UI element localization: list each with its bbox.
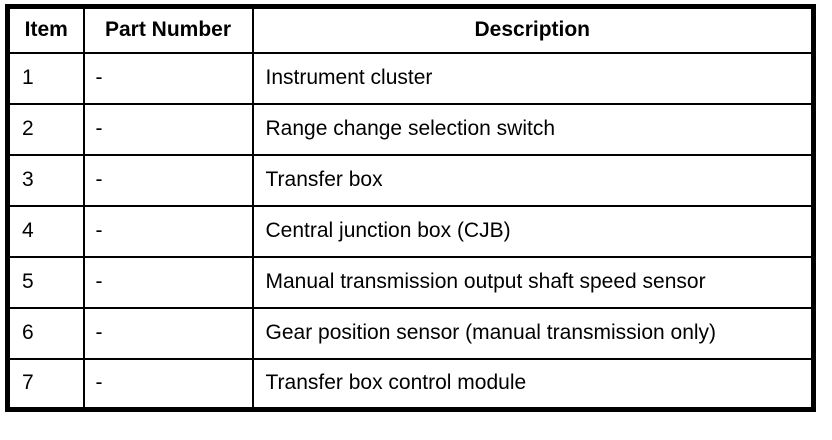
description-cell: Instrument cluster	[251, 51, 815, 105]
item-cell: 7	[6, 357, 85, 411]
item-cell: 2	[6, 102, 85, 156]
item-cell: 1	[6, 51, 85, 105]
table-row: 1 - Instrument cluster	[6, 51, 815, 105]
header-row: Item Part Number Description	[6, 5, 815, 54]
part-number-cell: -	[82, 102, 254, 156]
table-row: 6 - Gear position sensor (manual transmi…	[6, 306, 815, 360]
table-row: 7 - Transfer box control module	[6, 357, 815, 411]
item-cell: 6	[6, 306, 85, 360]
item-cell: 5	[6, 255, 85, 309]
table-row: 3 - Transfer box	[6, 153, 815, 207]
parts-table: Item Part Number Description 1 - Instrum…	[5, 4, 816, 412]
description-cell: Manual transmission output shaft speed s…	[251, 255, 815, 309]
header-item: Item	[6, 5, 85, 54]
description-cell: Gear position sensor (manual transmissio…	[251, 306, 815, 360]
part-number-cell: -	[82, 255, 254, 309]
item-cell: 4	[6, 204, 85, 258]
parts-table-container: Item Part Number Description 1 - Instrum…	[5, 4, 816, 412]
part-number-cell: -	[82, 51, 254, 105]
part-number-cell: -	[82, 204, 254, 258]
table-body: 1 - Instrument cluster 2 - Range change …	[6, 51, 815, 411]
part-number-cell: -	[82, 153, 254, 207]
part-number-cell: -	[82, 357, 254, 411]
header-part-number: Part Number	[82, 5, 254, 54]
table-row: 2 - Range change selection switch	[6, 102, 815, 156]
description-cell: Range change selection switch	[251, 102, 815, 156]
table-row: 4 - Central junction box (CJB)	[6, 204, 815, 258]
table-row: 5 - Manual transmission output shaft spe…	[6, 255, 815, 309]
header-description: Description	[251, 5, 815, 54]
description-cell: Transfer box control module	[251, 357, 815, 411]
item-cell: 3	[6, 153, 85, 207]
description-cell: Central junction box (CJB)	[251, 204, 815, 258]
description-cell: Transfer box	[251, 153, 815, 207]
part-number-cell: -	[82, 306, 254, 360]
